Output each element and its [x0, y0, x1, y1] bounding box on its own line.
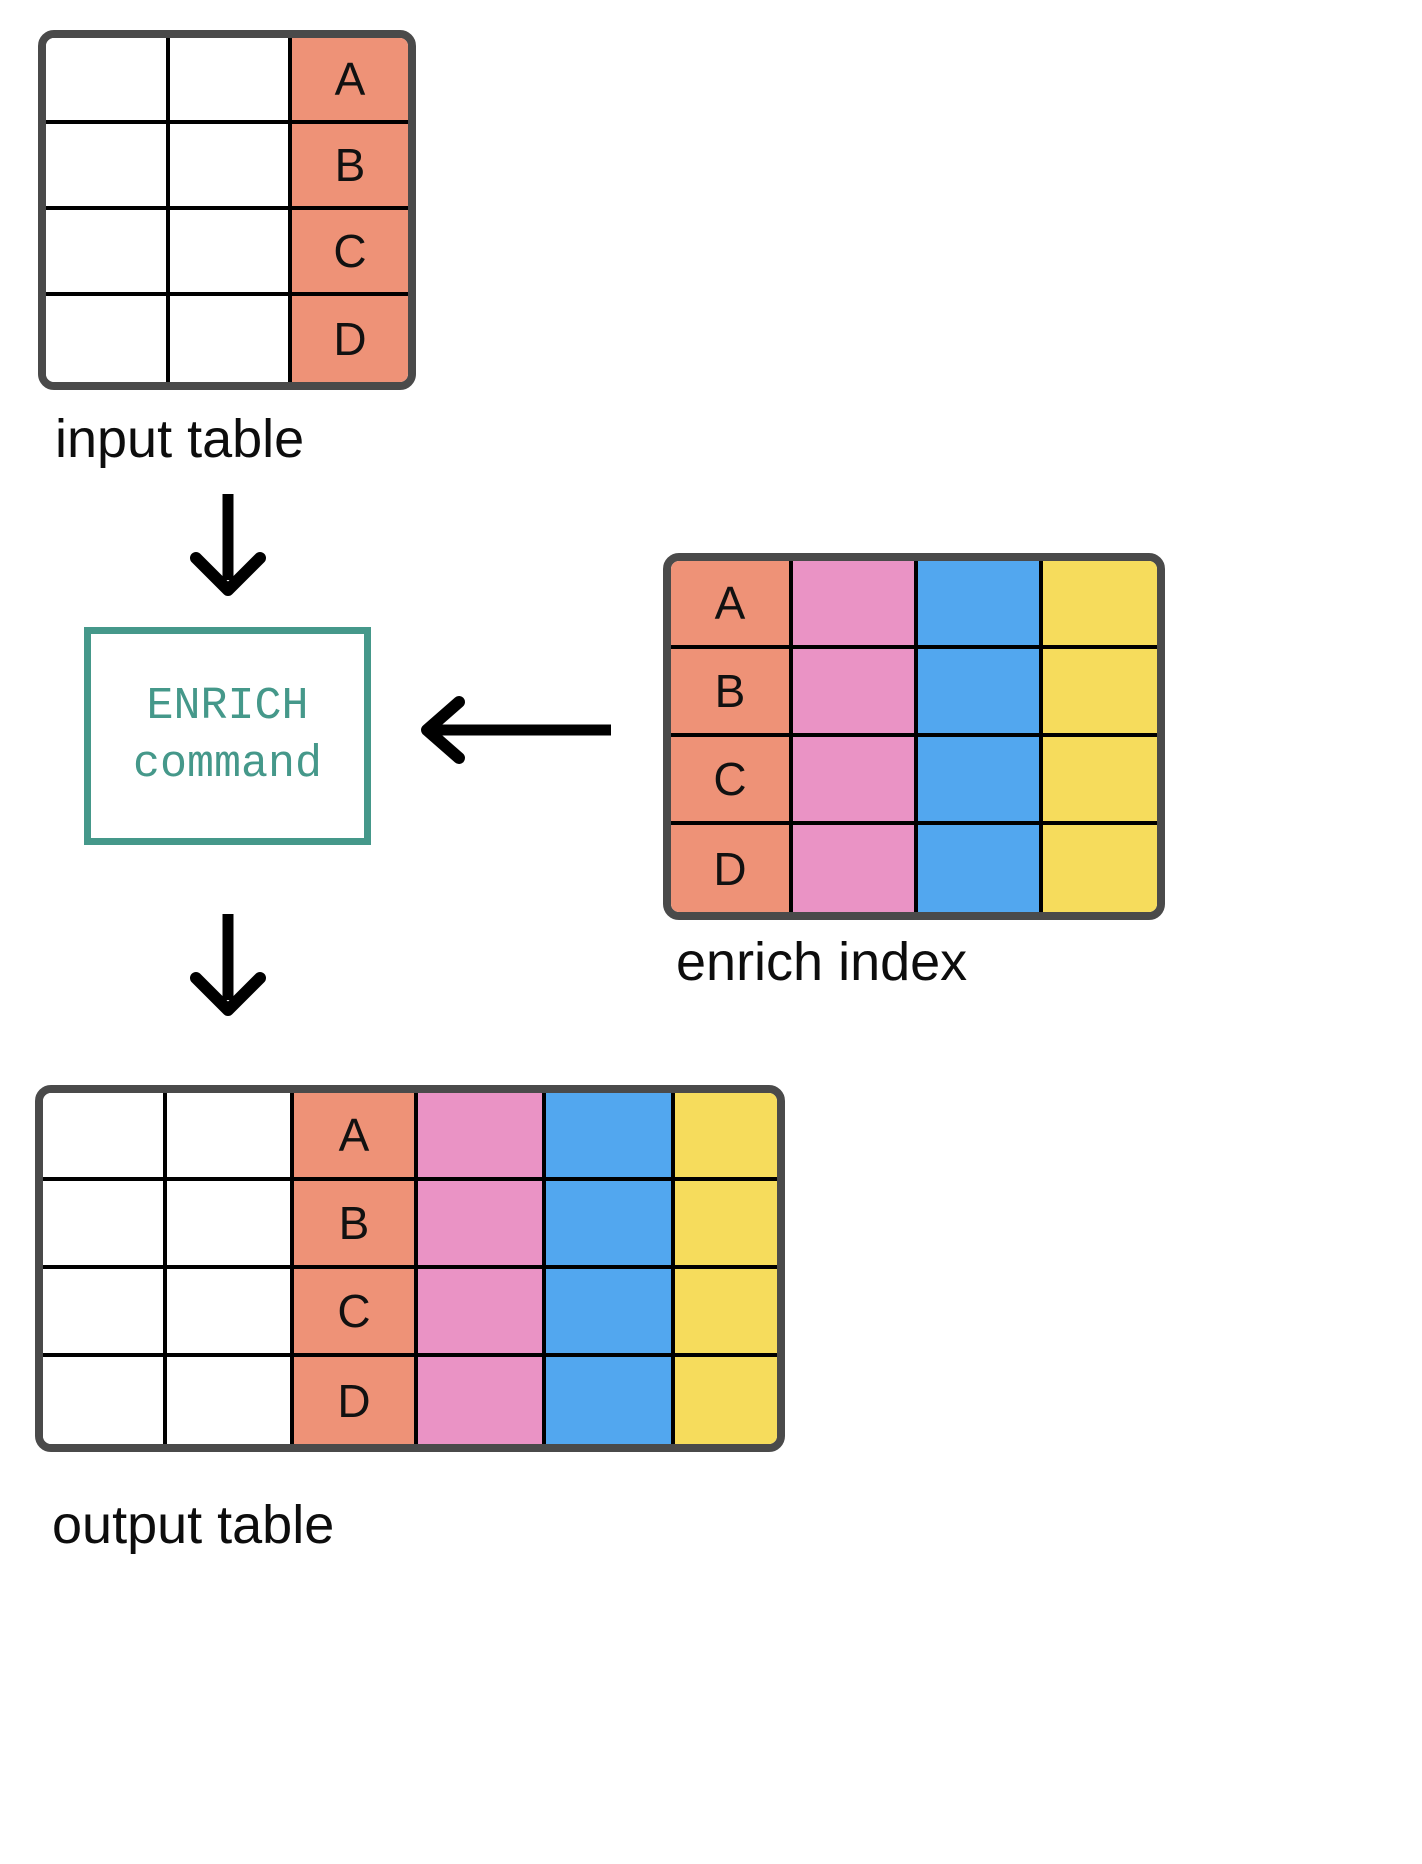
- table-row: B: [46, 124, 408, 210]
- table-cell: [418, 1181, 546, 1269]
- table-cell: [793, 649, 918, 737]
- enrich-command-line-1: ENRICH: [146, 681, 309, 733]
- table-cell: A: [294, 1093, 418, 1181]
- table-cell: [918, 825, 1043, 912]
- table-row: C: [46, 210, 408, 296]
- table-cell: [546, 1269, 675, 1357]
- table-cell: C: [292, 210, 408, 296]
- enrich-command-line-2: command: [132, 739, 323, 790]
- table-cell: [793, 561, 918, 649]
- table-cell: [1043, 561, 1157, 649]
- table-cell: A: [671, 561, 793, 649]
- table-cell: [170, 124, 292, 210]
- table-cell: [167, 1093, 294, 1181]
- table-row: A: [43, 1093, 777, 1181]
- table-cell: [918, 737, 1043, 825]
- table-cell: [418, 1357, 546, 1444]
- table-row: C: [43, 1269, 777, 1357]
- table-row: B: [43, 1181, 777, 1269]
- table-cell: B: [292, 124, 408, 210]
- table-cell: [1043, 649, 1157, 737]
- table-cell: [793, 737, 918, 825]
- table-cell: [43, 1093, 167, 1181]
- table-cell: C: [294, 1269, 418, 1357]
- table-row: A: [46, 38, 408, 124]
- table-cell: [43, 1357, 167, 1444]
- table-row: C: [671, 737, 1157, 825]
- table-cell: B: [294, 1181, 418, 1269]
- table-row: D: [46, 296, 408, 382]
- table-cell: [46, 210, 170, 296]
- table-cell: D: [294, 1357, 418, 1444]
- table-cell: [675, 1181, 777, 1269]
- table-cell: [1043, 825, 1157, 912]
- table-cell: [546, 1357, 675, 1444]
- table-cell: [46, 124, 170, 210]
- enrich-index-caption: enrich index: [676, 932, 968, 992]
- table-row: A: [671, 561, 1157, 649]
- arrow-left-index-to-command: [415, 690, 615, 775]
- arrow-down-input-to-command: [178, 492, 278, 602]
- table-row: D: [671, 825, 1157, 912]
- input-table-caption: input table: [55, 409, 305, 469]
- table-cell: A: [292, 38, 408, 124]
- table-cell: [167, 1357, 294, 1444]
- table-cell: [546, 1093, 675, 1181]
- table-cell: [43, 1269, 167, 1357]
- table-cell: [675, 1269, 777, 1357]
- table-cell: [675, 1357, 777, 1444]
- table-cell: D: [671, 825, 793, 912]
- table-cell: [170, 38, 292, 124]
- enrich-command-box: ENRICH command: [84, 627, 371, 845]
- table-cell: [793, 825, 918, 912]
- table-cell: [167, 1269, 294, 1357]
- output-table-caption: output table: [52, 1495, 335, 1555]
- table-cell: [170, 296, 292, 382]
- table-row: D: [43, 1357, 777, 1444]
- table-cell: [418, 1093, 546, 1181]
- table-cell: D: [292, 296, 408, 382]
- table-cell: [170, 210, 292, 296]
- table-cell: [1043, 737, 1157, 825]
- table-cell: [546, 1181, 675, 1269]
- table-cell: [918, 649, 1043, 737]
- table-cell: [43, 1181, 167, 1269]
- table-cell: [167, 1181, 294, 1269]
- arrow-down-command-to-output: [178, 912, 278, 1022]
- table-cell: [918, 561, 1043, 649]
- table-cell: [46, 296, 170, 382]
- table-cell: C: [671, 737, 793, 825]
- table-cell: [46, 38, 170, 124]
- table-cell: B: [671, 649, 793, 737]
- table-cell: [418, 1269, 546, 1357]
- table-cell: [675, 1093, 777, 1181]
- table-row: B: [671, 649, 1157, 737]
